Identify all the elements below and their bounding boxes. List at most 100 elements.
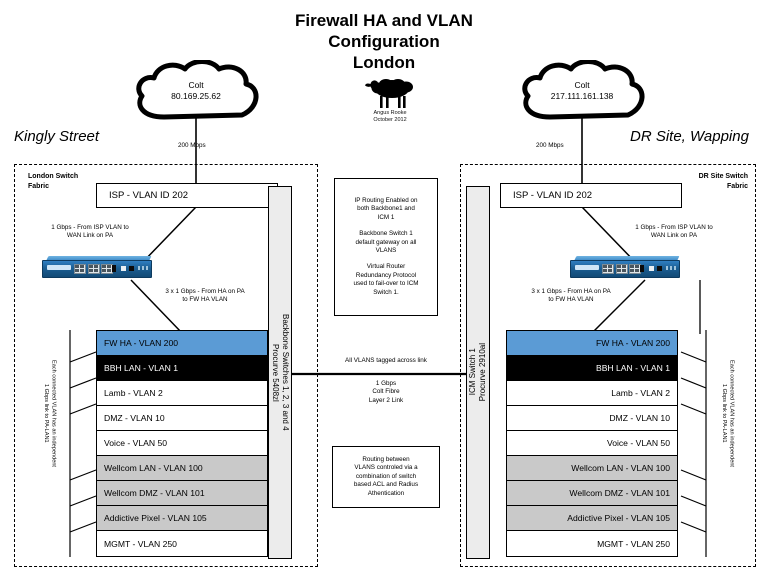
console-port xyxy=(121,266,126,271)
status-leds xyxy=(666,266,676,270)
vlan-row[interactable]: Voice - VLAN 50 xyxy=(507,431,677,456)
vlan-row[interactable]: DMZ - VLAN 10 xyxy=(97,406,267,431)
status-leds xyxy=(138,266,148,270)
console-port xyxy=(649,266,654,271)
vlan-row[interactable]: DMZ - VLAN 10 xyxy=(507,406,677,431)
left-fabric-label: London Switch Fabric xyxy=(28,172,78,191)
backbone-switch-column[interactable]: Backbone Switches 1, 2, 3 and 4 Procurve… xyxy=(268,186,292,559)
right-firewall-appliance[interactable] xyxy=(570,256,680,278)
acl-note-line-1: Routing between xyxy=(362,455,410,463)
routing-note-box: IP Routing Enabled on both Backbone1 and… xyxy=(334,178,438,316)
left-ha-link-label: 3 x 1 Gbps - From HA on PA to FW HA VLAN xyxy=(130,288,280,304)
right-cloud-ip: 217.111.161.138 xyxy=(550,91,614,101)
right-side-note-line-2: 1 Gbps link to PA-LAN1 xyxy=(721,383,727,443)
backbone-switch-line-1: Backbone Switches 1, 2, 3 and 4 xyxy=(281,314,290,431)
backbone-switch-line-2: Procurve 5408zl xyxy=(271,343,280,402)
icm-switch-line-2: Procurve 2910al xyxy=(478,343,487,402)
left-isp-vlan-box[interactable]: ISP - VLAN ID 202 xyxy=(96,183,278,208)
page-title-line-1: Firewall HA and VLAN xyxy=(295,11,473,30)
left-side-note: Each connected VLAN has an independent 1… xyxy=(34,318,64,518)
tagged-vlans-note: All VLANS tagged across link xyxy=(345,357,427,364)
left-vlan-stack: FW HA - VLAN 200 BBH LAN - VLAN 1 Lamb -… xyxy=(96,330,268,557)
routing-note-line-6: VLANS xyxy=(375,247,397,254)
cloud-shape xyxy=(522,59,645,120)
left-side-note-line-1: Each connected VLAN has an independent xyxy=(50,359,57,467)
icm-switch-line-1: ICM Switch 1 xyxy=(468,348,477,397)
left-firewall-appliance[interactable] xyxy=(42,256,152,278)
author-name: Angus Rooke xyxy=(373,110,407,116)
left-ha-link-label-line-1: 3 x 1 Gbps - From HA on PA xyxy=(165,288,245,295)
routing-note-line-8: Redundancy Protocol xyxy=(355,271,417,279)
acl-note-line-4: based ACL and Radius xyxy=(353,481,419,489)
right-isp-link-label-line-2: WAN Link on PA xyxy=(650,232,698,240)
vendor-logo xyxy=(47,265,71,270)
right-wan-cloud: Colt 217.111.161.138 xyxy=(516,59,648,122)
left-wan-cloud: Colt 80.169.25.62 xyxy=(130,59,262,122)
left-site-label: Kingly Street xyxy=(14,128,100,145)
left-fabric-label-line-1: London Switch xyxy=(28,173,79,180)
vendor-logo xyxy=(575,265,599,270)
vlan-row[interactable]: Wellcom LAN - VLAN 100 xyxy=(507,456,677,481)
right-vlan-stack: FW HA - VLAN 200 BBH LAN - VLAN 1 Lamb -… xyxy=(506,330,678,557)
acl-radius-note-box: Routing between VLANS controled via a co… xyxy=(332,446,440,508)
layer2-link-spec: 1 Gbps Colt Fibre Layer 2 Link xyxy=(318,380,454,405)
vlan-row[interactable]: FW HA - VLAN 200 xyxy=(507,331,677,356)
layer2-link-spec-line-1: 1 Gbps xyxy=(375,380,397,387)
right-ha-link-label: 3 x 1 Gbps - From HA on PA to FW HA VLAN xyxy=(496,288,646,304)
right-fabric-label: DR Site Switch Fabric xyxy=(660,172,748,191)
vlan-row[interactable]: FW HA - VLAN 200 xyxy=(97,331,267,356)
right-isp-link-label: 1 Gbps - From ISP VLAN to WAN Link on PA xyxy=(604,224,744,240)
acl-note-line-2: VLANS controled via a xyxy=(354,464,418,472)
page-title: Firewall HA and VLAN Configuration Londo… xyxy=(0,10,768,73)
left-ha-link-label-line-2: to FW HA VLAN xyxy=(182,296,228,304)
sheep-icon xyxy=(365,79,413,108)
vlan-row[interactable]: BBH LAN - VLAN 1 xyxy=(97,356,267,381)
mgmt-port xyxy=(657,266,662,271)
routing-note-line-10: Switch 1. xyxy=(373,288,399,296)
routing-note-line-3: ICM 1 xyxy=(377,213,395,221)
vlan-row[interactable]: Addictive Pixel - VLAN 105 xyxy=(507,506,677,531)
layer2-link-spec-line-3: Layer 2 Link xyxy=(368,396,404,404)
vlan-row[interactable]: MGMT - VLAN 250 xyxy=(507,531,677,556)
vlan-row[interactable]: Wellcom DMZ - VLAN 101 xyxy=(97,481,267,506)
page-title-line-3: London xyxy=(352,53,416,72)
ethernet-ports xyxy=(602,264,641,274)
vlan-row[interactable]: MGMT - VLAN 250 xyxy=(97,531,267,556)
vlan-row[interactable]: Wellcom LAN - VLAN 100 xyxy=(97,456,267,481)
left-side-note-line-2: 1 Gbps link to PA-LAN1 xyxy=(43,383,49,443)
vlan-row[interactable]: Lamb - VLAN 2 xyxy=(507,381,677,406)
left-cloud-provider: Colt xyxy=(188,80,204,90)
routing-note-line-2: both Backbone1 and xyxy=(357,205,415,213)
vlan-row[interactable]: BBH LAN - VLAN 1 xyxy=(507,356,677,381)
mgmt-port xyxy=(129,266,134,271)
right-side-note: Each connected VLAN has an independent 1… xyxy=(712,318,742,518)
icm-switch-column[interactable]: ICM Switch 1 Procurve 2910al xyxy=(466,186,490,559)
left-isp-link-label-line-2: WAN Link on PA xyxy=(66,232,114,240)
right-fabric-label-line-1: DR Site Switch xyxy=(698,173,748,180)
routing-note-line-5: default gateway on all xyxy=(355,238,417,246)
vlan-row[interactable]: Lamb - VLAN 2 xyxy=(97,381,267,406)
vlan-row[interactable]: Voice - VLAN 50 xyxy=(97,431,267,456)
right-site-boundary xyxy=(460,164,756,567)
vlan-row[interactable]: Wellcom DMZ - VLAN 101 xyxy=(507,481,677,506)
routing-note-line-9: used to fail-over to ICM xyxy=(353,280,419,288)
right-isp-link-label-line-1: 1 Gbps - From ISP VLAN to xyxy=(635,224,713,231)
cloud-shape xyxy=(136,59,259,120)
right-site-label: DR Site, Wapping xyxy=(630,128,749,145)
left-fabric-label-line-2: Fabric xyxy=(28,182,50,190)
layer2-link-spec-line-2: Colt Fibre xyxy=(372,388,400,396)
sfp-slot xyxy=(112,265,116,272)
right-ha-link-label-line-1: 3 x 1 Gbps - From HA on PA xyxy=(531,288,611,295)
author-date: October 2012 xyxy=(373,116,407,123)
routing-note-line-7: Virtual Router xyxy=(366,263,406,271)
page-title-line-2: Configuration xyxy=(328,32,440,51)
left-cloud-ip: 80.169.25.62 xyxy=(171,91,221,101)
right-cloud-provider: Colt xyxy=(574,80,590,90)
right-wan-speed-label: 200 Mbps xyxy=(536,142,564,149)
right-isp-vlan-box[interactable]: ISP - VLAN ID 202 xyxy=(500,183,682,208)
left-site-boundary xyxy=(14,164,318,567)
left-isp-link-label: 1 Gbps - From ISP VLAN to WAN Link on PA xyxy=(20,224,160,240)
routing-note-line-1: IP Routing Enabled on xyxy=(354,196,418,204)
ethernet-ports xyxy=(74,264,113,274)
vlan-row[interactable]: Addictive Pixel - VLAN 105 xyxy=(97,506,267,531)
